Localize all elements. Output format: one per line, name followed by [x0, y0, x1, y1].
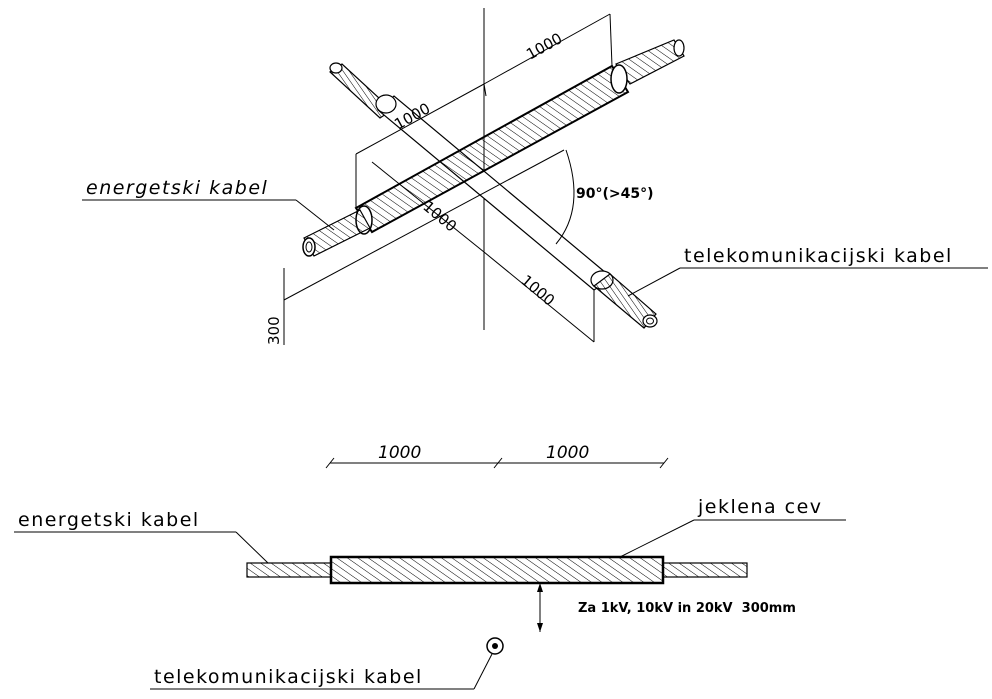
label-power-cable-side: energetski kabel [18, 509, 200, 531]
power-cable-side-left [246, 562, 332, 578]
power-cable-side-right [662, 562, 748, 578]
isometric-view: energetski kabel telekomunikacijski kabe… [82, 8, 988, 345]
label-power-cable-top: energetski kabel [86, 177, 268, 199]
angle-label: 90°(>45°) [576, 186, 654, 202]
dim-depth: 300 [265, 316, 283, 345]
separation-note: Za 1kV, 10kV in 20kV 300mm [578, 601, 796, 616]
dim-side-left: 1000 [378, 443, 421, 463]
dim-lower-left: 1000 [419, 197, 460, 235]
iso-dimensions [283, 13, 613, 345]
dim-lower-right: 1000 [517, 271, 558, 309]
power-cable-iso [302, 39, 685, 257]
telecom-cable-iso [329, 62, 658, 329]
steel-pipe-side [329, 555, 665, 585]
label-steel-pipe: jeklena cev [697, 496, 823, 518]
side-view: 1000 1000 energetski kabel jeklena cev t… [14, 443, 846, 690]
label-telecom-cable-top: telekomunikacijski kabel [684, 245, 953, 267]
label-telecom-cable-side: telekomunikacijski kabel [154, 666, 423, 688]
dim-upper-right: 1000 [523, 29, 565, 63]
dim-side-right: 1000 [546, 443, 589, 463]
